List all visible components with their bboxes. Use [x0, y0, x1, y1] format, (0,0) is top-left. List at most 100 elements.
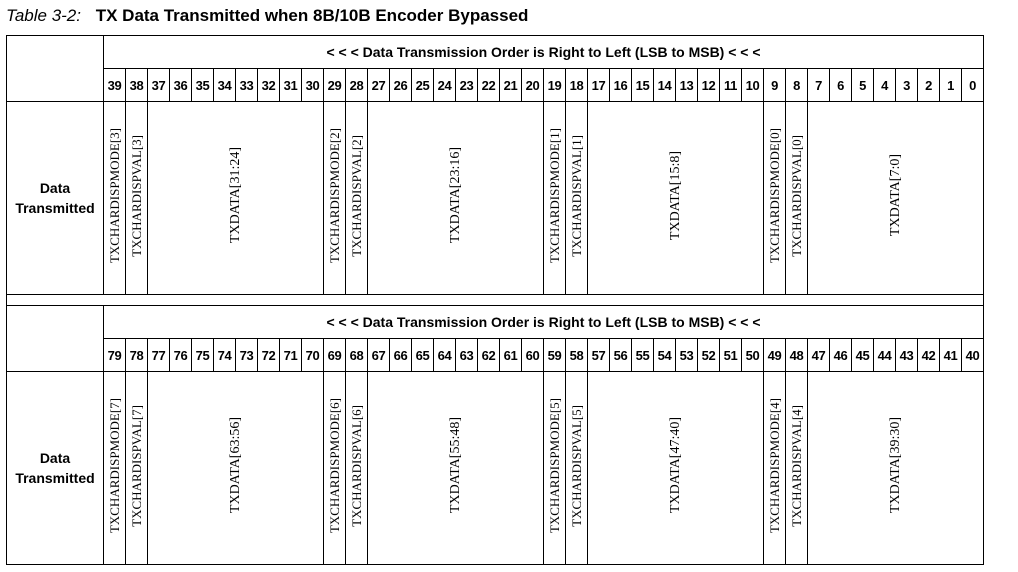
bit-number-cell: 76 [169, 338, 192, 372]
bit-number-cell: 52 [697, 338, 720, 372]
bit-number-cell: 42 [917, 338, 940, 372]
bit-number-cell: 3 [895, 68, 918, 102]
txchardispmode-field: TXCHARDISPMODE[0] [763, 101, 786, 295]
field-label: TXDATA[47:40] [667, 417, 683, 514]
bit-number-cell: 26 [389, 68, 412, 102]
bit-number-cell: 24 [433, 68, 456, 102]
bit-number-cell: 65 [411, 338, 434, 372]
bit-number-cell: 13 [675, 68, 698, 102]
field-label: TXCHARDISPVAL[0] [788, 134, 804, 257]
bit-number-cell: 48 [785, 338, 808, 372]
bit-number-cell: 18 [565, 68, 588, 102]
field-label: TXCHARDISPMODE[2] [326, 127, 342, 264]
field-label: TXCHARDISPVAL[7] [128, 404, 144, 527]
bit-number-cell: 9 [763, 68, 786, 102]
row-label-line: Transmitted [15, 200, 95, 216]
bit-number-cell: 6 [829, 68, 852, 102]
bit-number-cell: 11 [719, 68, 742, 102]
bit-number-cell: 15 [631, 68, 654, 102]
bit-number-cell: 46 [829, 338, 852, 372]
bit-number-cell: 14 [653, 68, 676, 102]
field-label: TXCHARDISPMODE[7] [106, 397, 122, 534]
txdata-field: TXDATA[39:30] [807, 371, 984, 565]
field-label: TXDATA[23:16] [447, 147, 463, 244]
bit-number-cell: 59 [543, 338, 566, 372]
bit-number-cell: 32 [257, 68, 280, 102]
bit-number-cell: 79 [103, 338, 126, 372]
bit-number-cell: 71 [279, 338, 302, 372]
header-corner-cell [6, 305, 104, 372]
field-label: TXCHARDISPMODE[5] [546, 397, 562, 534]
order-heading-row: < < < Data Transmission Order is Right t… [6, 35, 984, 102]
bit-number-cell: 21 [499, 68, 522, 102]
bit-number-cell: 66 [389, 338, 412, 372]
field-label: TXCHARDISPMODE[0] [766, 127, 782, 264]
field-label: TXCHARDISPVAL[2] [348, 134, 364, 257]
bit-number-cell: 4 [873, 68, 896, 102]
field-label: TXCHARDISPMODE[1] [546, 127, 562, 264]
bit-number-cell: 23 [455, 68, 478, 102]
bit-number-cell: 40 [961, 338, 984, 372]
field-label: TXCHARDISPMODE[4] [766, 397, 782, 534]
bit-number-cell: 74 [213, 338, 236, 372]
bit-number-cell: 28 [345, 68, 368, 102]
txchardispval-field: TXCHARDISPVAL[3] [125, 101, 148, 295]
txchardispmode-field: TXCHARDISPMODE[1] [543, 101, 566, 295]
bit-number-cell: 33 [235, 68, 258, 102]
txdata-field: TXDATA[31:24] [147, 101, 324, 295]
bit-number-cell: 78 [125, 338, 148, 372]
bit-number-cell: 45 [851, 338, 874, 372]
bit-number-cell: 61 [499, 338, 522, 372]
bit-number-cell: 43 [895, 338, 918, 372]
field-label: TXCHARDISPVAL[3] [128, 134, 144, 257]
bit-number-cell: 56 [609, 338, 632, 372]
bit-number-cell: 60 [521, 338, 544, 372]
bit-number-cell: 68 [345, 338, 368, 372]
bit-number-cell: 2 [917, 68, 940, 102]
row-label-line: Data [39, 180, 71, 196]
bit-number-cell: 77 [147, 338, 170, 372]
field-label: TXCHARDISPVAL[5] [568, 404, 584, 527]
transmission-order-heading: < < < Data Transmission Order is Right t… [103, 305, 984, 339]
txchardispmode-field: TXCHARDISPMODE[4] [763, 371, 786, 565]
bit-number-cell: 19 [543, 68, 566, 102]
field-label: TXCHARDISPVAL[6] [348, 404, 364, 527]
bit-number-cell: 1 [939, 68, 962, 102]
txchardispmode-field: TXCHARDISPMODE[3] [103, 101, 126, 295]
field-label: TXCHARDISPVAL[1] [568, 134, 584, 257]
txchardispval-field: TXCHARDISPVAL[4] [785, 371, 808, 565]
bit-number-cell: 29 [323, 68, 346, 102]
bit-layout-table: < < < Data Transmission Order is Right t… [6, 35, 984, 565]
txdata-field: TXDATA[23:16] [367, 101, 544, 295]
bit-number-cell: 75 [191, 338, 214, 372]
bit-number-cell: 22 [477, 68, 500, 102]
bit-number-cell: 58 [565, 338, 588, 372]
bit-number-cell: 39 [103, 68, 126, 102]
bit-number-cell: 54 [653, 338, 676, 372]
bit-number-cell: 12 [697, 68, 720, 102]
txchardispval-field: TXCHARDISPVAL[5] [565, 371, 588, 565]
order-heading-row: < < < Data Transmission Order is Right t… [6, 305, 984, 372]
bit-number-cell: 53 [675, 338, 698, 372]
bit-number-cell: 67 [367, 338, 390, 372]
bit-number-cell: 8 [785, 68, 808, 102]
bit-number-cell: 38 [125, 68, 148, 102]
bit-number-cell: 16 [609, 68, 632, 102]
bit-number-cell: 0 [961, 68, 984, 102]
bit-number-cell: 51 [719, 338, 742, 372]
bit-number-cell: 64 [433, 338, 456, 372]
txdata-field: TXDATA[7:0] [807, 101, 984, 295]
field-label: TXCHARDISPMODE[3] [106, 127, 122, 264]
field-label: TXDATA[63:56] [227, 417, 243, 514]
bit-number-cell: 10 [741, 68, 764, 102]
bit-number-cell: 36 [169, 68, 192, 102]
bit-number-cell: 44 [873, 338, 896, 372]
bit-number-cell: 34 [213, 68, 236, 102]
bit-number-cell: 25 [411, 68, 434, 102]
field-label: TXDATA[7:0] [887, 154, 903, 237]
